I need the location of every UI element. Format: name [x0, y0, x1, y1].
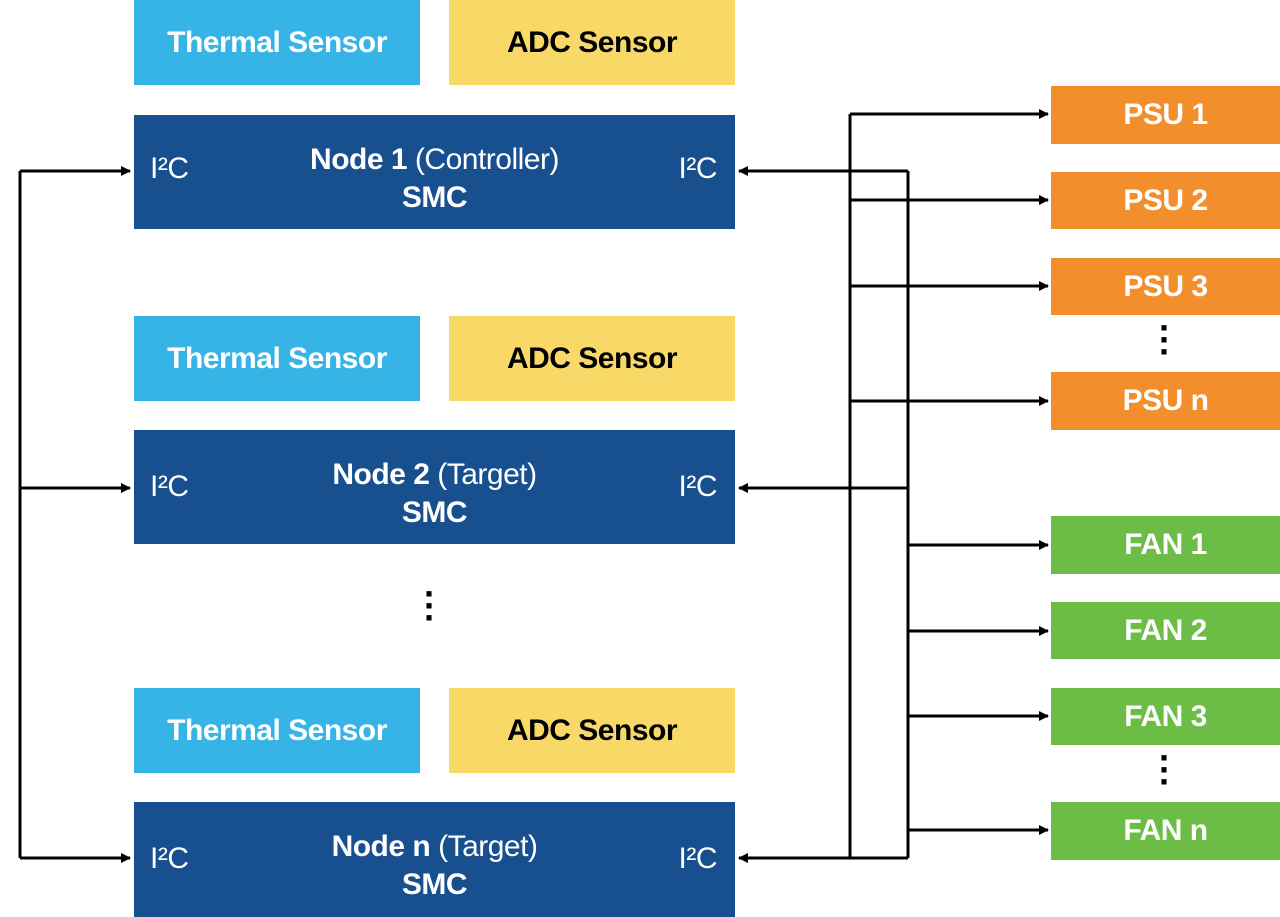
node-1-i2c-left: I²C	[150, 152, 189, 185]
node-n-i2c-right: I²C	[678, 842, 718, 875]
psu-ellipsis: ···	[1159, 307, 1171, 372]
node-1-title: Node 1 (Controller)	[310, 143, 559, 176]
adc-sensor-1: ADC Sensor	[449, 0, 735, 85]
node-2-title: Node 2 (Target)	[332, 458, 537, 491]
adc-sensor-n: ADC Sensor	[449, 688, 735, 773]
node-2-smc: Node 2 (Target) SMC I²C I²C	[134, 430, 735, 544]
psu-2: PSU 2	[1051, 172, 1280, 229]
node-n-i2c-left: I²C	[150, 842, 189, 875]
node-n-smc: Node n (Target) SMC I²C I²C	[134, 802, 735, 917]
psu-n: PSU n	[1051, 372, 1280, 430]
fan-3: FAN 3	[1051, 688, 1280, 745]
node-2-subtitle: SMC	[401, 496, 468, 529]
node-2-i2c-right: I²C	[678, 470, 718, 503]
node-1-subtitle: SMC	[401, 181, 468, 214]
node-1-i2c-right: I²C	[678, 152, 718, 185]
psu-3: PSU 3	[1051, 258, 1280, 315]
thermal-sensor-n: Thermal Sensor	[134, 688, 420, 773]
fan-2: FAN 2	[1051, 602, 1280, 659]
fan-n: FAN n	[1051, 802, 1280, 860]
thermal-sensor-2: Thermal Sensor	[134, 316, 420, 401]
adc-sensor-2: ADC Sensor	[449, 316, 735, 401]
psu-1: PSU 1	[1051, 86, 1280, 144]
node-ellipsis: ···	[424, 573, 436, 638]
thermal-sensor-1: Thermal Sensor	[134, 0, 420, 85]
node-n-title: Node n (Target)	[331, 830, 538, 863]
fan-ellipsis: ···	[1159, 737, 1171, 802]
node-1-smc: Node 1 (Controller) SMC I²C I²C	[134, 115, 735, 229]
fan-1: FAN 1	[1051, 516, 1280, 574]
node-n-subtitle: SMC	[401, 868, 468, 901]
node-2-i2c-left: I²C	[150, 470, 189, 503]
